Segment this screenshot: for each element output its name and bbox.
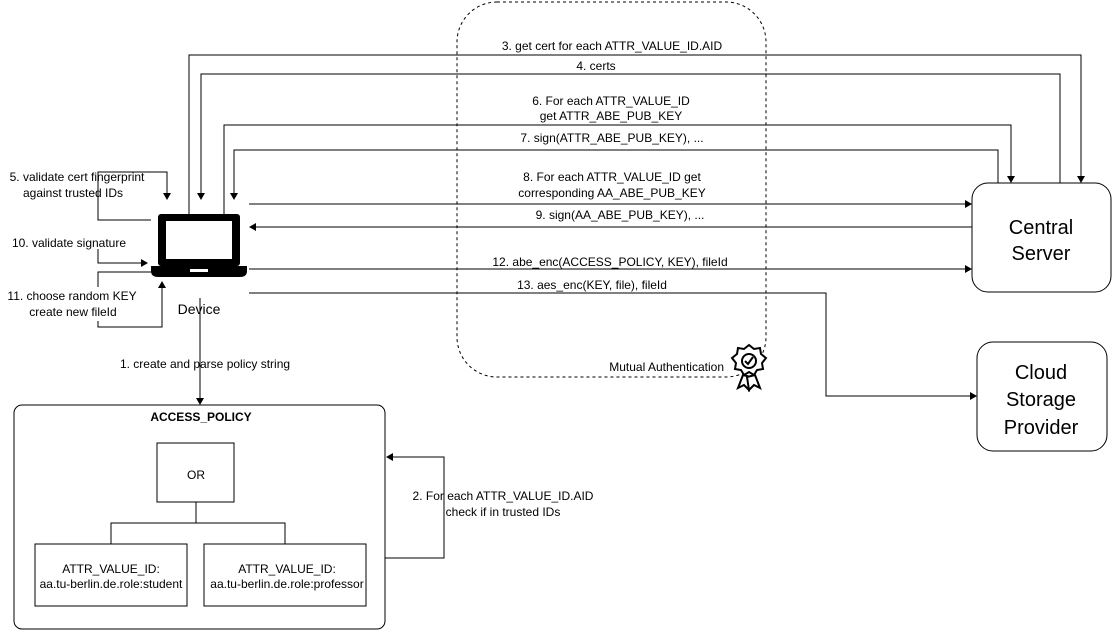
step-11-label-line1: 11. choose random KEY bbox=[7, 289, 136, 303]
step-10-label: 10. validate signature bbox=[12, 236, 126, 250]
tree-branches bbox=[110, 522, 286, 544]
step-7-label: 7. sign(ATTR_ABE_PUB_KEY), ... bbox=[520, 131, 703, 145]
leaf-professor-line2: aa.tu-berlin.de.role:professor bbox=[210, 577, 363, 591]
cloud-storage-label-line2: Storage bbox=[1006, 389, 1076, 411]
step-8-label-line1: 8. For each ATTR_VALUE_ID get bbox=[523, 170, 701, 184]
step-7-arrow: 7. sign(ATTR_ABE_PUB_KEY), ... bbox=[230, 131, 999, 200]
step-9-arrow: 9. sign(AA_ABE_PUB_KEY), ... bbox=[249, 208, 972, 231]
cloud-storage-box bbox=[976, 341, 1108, 452]
step-6-label-line1: 6. For each ATTR_VALUE_ID bbox=[532, 94, 690, 108]
step-6-arrow: 6. For each ATTR_VALUE_ID get ATTR_ABE_P… bbox=[223, 94, 1015, 214]
step-9-label: 9. sign(AA_ABE_PUB_KEY), ... bbox=[536, 208, 705, 222]
cloud-storage-label-line1: Cloud bbox=[1015, 362, 1067, 384]
step-2-label-line1: 2. For each ATTR_VALUE_ID.AID bbox=[413, 489, 594, 503]
step-1-label: 1. create and parse policy string bbox=[120, 357, 290, 371]
central-server-label-line2: Server bbox=[1012, 243, 1071, 265]
step-13-arrow: 13. aes_enc(KEY, file), fileId bbox=[249, 278, 977, 400]
mutual-authentication-region: Mutual Authentication bbox=[456, 1, 768, 393]
or-node-label: OR bbox=[187, 468, 205, 482]
leaf-student-line2: aa.tu-berlin.de.role:student bbox=[40, 577, 183, 591]
step-4-label: 4. certs bbox=[576, 59, 615, 73]
step-11-label-line2: create new fileId bbox=[29, 305, 116, 319]
step-5-label-line2: against trusted IDs bbox=[23, 186, 123, 200]
step-1-arrow: 1. create and parse policy string bbox=[120, 298, 290, 405]
cloud-storage-node: Cloud Storage Provider bbox=[976, 341, 1108, 452]
step-5-label-line1: 5. validate cert fingerprint bbox=[10, 170, 145, 184]
device-label: Device bbox=[178, 301, 221, 317]
central-server-node: Central Server bbox=[971, 182, 1112, 293]
step-6-label-line2: get ATTR_ABE_PUB_KEY bbox=[540, 109, 683, 123]
central-server-label-line1: Central bbox=[1009, 217, 1073, 239]
device-node: Device bbox=[151, 214, 247, 317]
step-3-arrow: 3. get cert for each ATTR_VALUE_ID.AID bbox=[188, 39, 1085, 214]
step-3-label: 3. get cert for each ATTR_VALUE_ID.AID bbox=[502, 39, 723, 53]
certificate-badge-icon bbox=[730, 343, 768, 393]
step-12-arrow: 12. abe_enc(ACCESS_POLICY, KEY), fileId bbox=[249, 255, 972, 273]
leaf-professor-line1: ATTR_VALUE_ID: bbox=[238, 562, 336, 576]
step-2-label-line2: check if in trusted IDs bbox=[446, 505, 561, 519]
or-node-box bbox=[156, 442, 235, 503]
step-10-loop: 10. validate signature bbox=[12, 236, 148, 267]
leaf-professor-box bbox=[203, 543, 367, 607]
laptop-icon bbox=[151, 214, 247, 277]
central-server-box bbox=[971, 182, 1112, 293]
cloud-storage-label-line3: Provider bbox=[1004, 417, 1079, 439]
step-8-label-line2: corresponding AA_ABE_PUB_KEY bbox=[518, 186, 705, 200]
leaf-student-box bbox=[34, 543, 188, 607]
leaf-student-line1: ATTR_VALUE_ID: bbox=[62, 562, 160, 576]
step-11-loop: 11. choose random KEY create new fileId bbox=[7, 271, 166, 328]
step-2-loop: 2. For each ATTR_VALUE_ID.AID check if i… bbox=[385, 453, 594, 559]
step-5-loop: 5. validate cert fingerprint against tru… bbox=[10, 170, 171, 221]
step-4-arrow: 4. certs bbox=[197, 59, 1061, 200]
mutual-authentication-label: Mutual Authentication bbox=[609, 360, 724, 374]
access-policy-title: ACCESS_POLICY bbox=[150, 410, 251, 424]
step-13-label: 13. aes_enc(KEY, file), fileId bbox=[517, 278, 667, 292]
step-8-arrow: 8. For each ATTR_VALUE_ID get correspond… bbox=[249, 170, 972, 208]
access-policy-container: ACCESS_POLICY OR ATTR_VALUE_ID: aa.tu-be… bbox=[13, 404, 386, 630]
mutual-authentication-boundary bbox=[456, 1, 767, 378]
step-12-label: 12. abe_enc(ACCESS_POLICY, KEY), fileId bbox=[492, 255, 727, 269]
